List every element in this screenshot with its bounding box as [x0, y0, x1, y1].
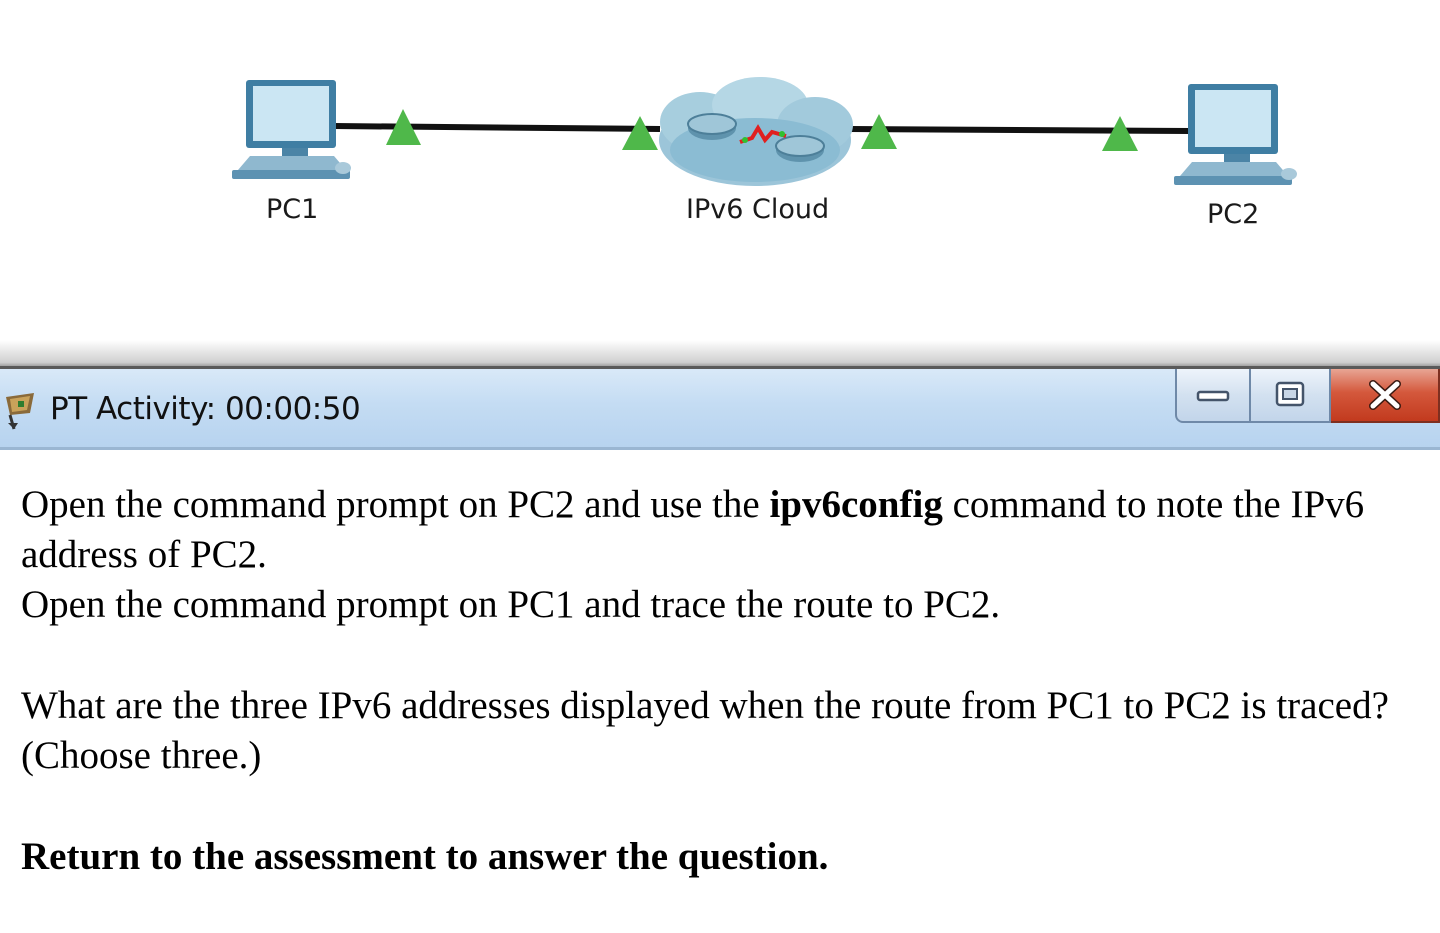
link-pc1-cloud[interactable]: [333, 123, 661, 132]
close-button[interactable]: [1331, 369, 1440, 423]
topology-canvas: [232, 77, 1297, 186]
link-up-indicator: [622, 116, 658, 150]
pc2-label: PC2: [1207, 199, 1260, 230]
window-title: PT Activity: 00:00:50: [50, 391, 361, 427]
topology-workspace: PC1 IPv6 Cloud PC2: [0, 0, 1440, 340]
instruction-text: Open the command prompt on PC2 and use t…: [21, 483, 770, 526]
window-titlebar[interactable]: PT Activity: 00:00:50: [0, 366, 1440, 450]
pc2-device-icon[interactable]: [1174, 84, 1297, 185]
minimize-icon: [1196, 390, 1230, 402]
close-icon: [1368, 380, 1401, 410]
packet-tracer-app-icon: [6, 393, 34, 430]
instruction-text: command to note the IPv6 address of PC2.: [21, 483, 1365, 576]
pc1-device-icon[interactable]: [232, 80, 351, 179]
minimize-button[interactable]: [1175, 369, 1251, 423]
activity-instructions: Open the command prompt on PC2 and use t…: [0, 450, 1440, 933]
instruction-step-2: Open the command prompt on PC1 and trace…: [21, 583, 1001, 626]
link-up-indicator: [386, 109, 421, 145]
maximize-button[interactable]: [1251, 369, 1331, 423]
window-controls: [1175, 369, 1440, 425]
link-cloud-pc2[interactable]: [849, 126, 1191, 134]
cloud-label: IPv6 Cloud: [686, 194, 830, 225]
ipv6-cloud-icon[interactable]: [659, 77, 853, 186]
command-name: ipv6config: [769, 483, 943, 526]
instruction-step-1: Open the command prompt on PC2 and use t…: [21, 480, 1421, 580]
question-text: What are the three IPv6 addresses displa…: [21, 684, 1389, 777]
link-up-indicator: [861, 114, 897, 149]
return-instruction: Return to the assessment to answer the q…: [21, 835, 829, 878]
pc1-label: PC1: [266, 194, 319, 225]
link-up-indicator: [1102, 116, 1138, 151]
maximize-icon: [1275, 381, 1305, 407]
